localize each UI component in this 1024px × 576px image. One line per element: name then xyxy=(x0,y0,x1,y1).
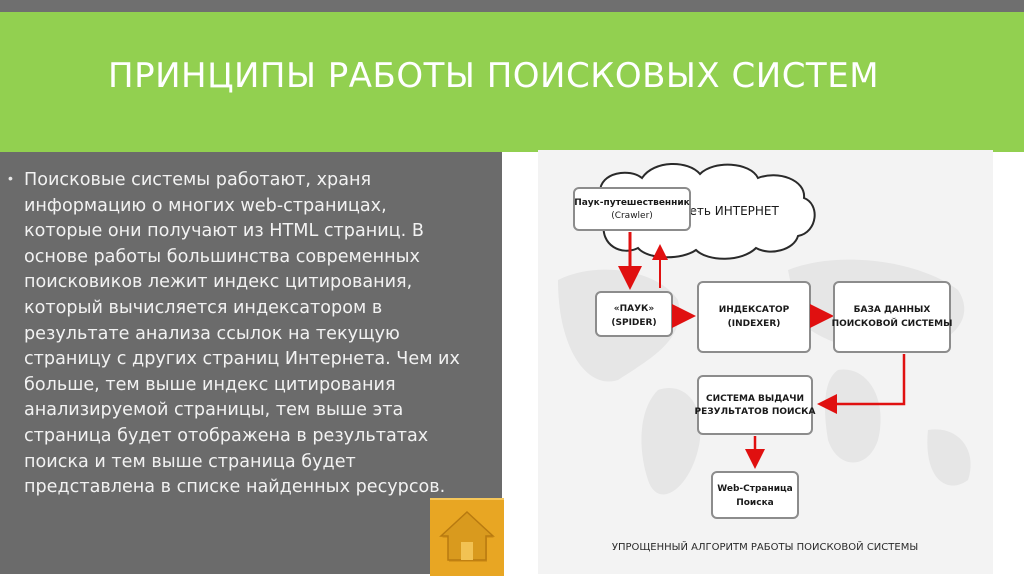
home-button[interactable] xyxy=(430,498,504,576)
diagram-area: Сеть ИНТЕРНЕТ Паук-путешественник (Crawl… xyxy=(538,150,993,574)
bullet-icon: • xyxy=(8,170,13,186)
database-box xyxy=(833,281,951,353)
text-panel xyxy=(0,152,502,574)
indexer-box xyxy=(697,281,811,353)
body-line: основе работы большинства современных xyxy=(24,246,420,267)
search-flow-diagram: Сеть ИНТЕРНЕТ Паук-путешественник (Crawl… xyxy=(558,162,971,553)
body-line: результате анализа ссылок на текущую xyxy=(24,323,400,344)
body-line: больше, тем выше индекс цитирования xyxy=(24,374,396,395)
body-line: представлена в списке найденных ресурсов… xyxy=(24,477,446,498)
body-line: Поисковые системы работают, храня xyxy=(24,170,372,190)
slide-title: ПРИНЦИПЫ РАБОТЫ ПОИСКОВЫХ СИСТЕМ xyxy=(108,56,880,96)
database-label-1: БАЗА ДАННЫХ xyxy=(854,305,931,315)
spider-box xyxy=(595,291,673,337)
body-line: которые они получают из HTML страниц. В xyxy=(24,221,424,242)
top-strip xyxy=(0,0,1024,12)
webpage-box xyxy=(711,471,799,519)
database-label-2: ПОИСКОВОЙ СИСТЕМЫ xyxy=(832,317,953,329)
results-box xyxy=(697,375,813,435)
indexer-label-2: (INDEXER) xyxy=(728,319,781,329)
internet-cloud-label: Сеть ИНТЕРНЕТ xyxy=(681,204,779,218)
body-line: поисковиков лежит индекс цитирования, xyxy=(24,272,413,293)
results-label-1: СИСТЕМА ВЫДАЧИ xyxy=(706,394,804,404)
body-line: информацию о многих web-страницах, xyxy=(24,195,387,216)
body-line: анализируемой страницы, тем выше эта xyxy=(24,400,404,421)
body-line: страницу с других страниц Интернета. Чем… xyxy=(24,349,460,370)
world-map-background xyxy=(558,259,971,495)
results-label-2: РЕЗУЛЬТАТОВ ПОИСКА xyxy=(695,407,816,417)
title-band: ПРИНЦИПЫ РАБОТЫ ПОИСКОВЫХ СИСТЕМ xyxy=(0,12,1024,152)
body-line: поиска и тем выше страница будет xyxy=(24,451,356,472)
database-to-results-arrow xyxy=(817,354,906,414)
webpage-label-1: Web-Страница xyxy=(717,484,793,494)
spider-label-2: (SPIDER) xyxy=(611,318,656,328)
body-line: который вычисляется индексатором в xyxy=(24,297,383,318)
webpage-label-2: Поиска xyxy=(736,498,774,508)
crawler-label-2: (Crawler) xyxy=(611,211,653,221)
crawler-label-1: Паук-путешественник xyxy=(574,198,690,208)
home-icon xyxy=(439,510,495,562)
spider-label-1: «ПАУК» xyxy=(614,304,655,314)
body-text: Поисковые системы работают, храня информ… xyxy=(24,168,502,501)
diagram-caption: УПРОЩЕННЫЙ АЛГОРИТМ РАБОТЫ ПОИСКОВОЙ СИС… xyxy=(612,540,918,553)
body-line: страница будет отображена в результатах xyxy=(24,425,429,446)
crawler-box xyxy=(573,187,691,231)
indexer-label-1: ИНДЕКСАТОР xyxy=(719,305,790,315)
